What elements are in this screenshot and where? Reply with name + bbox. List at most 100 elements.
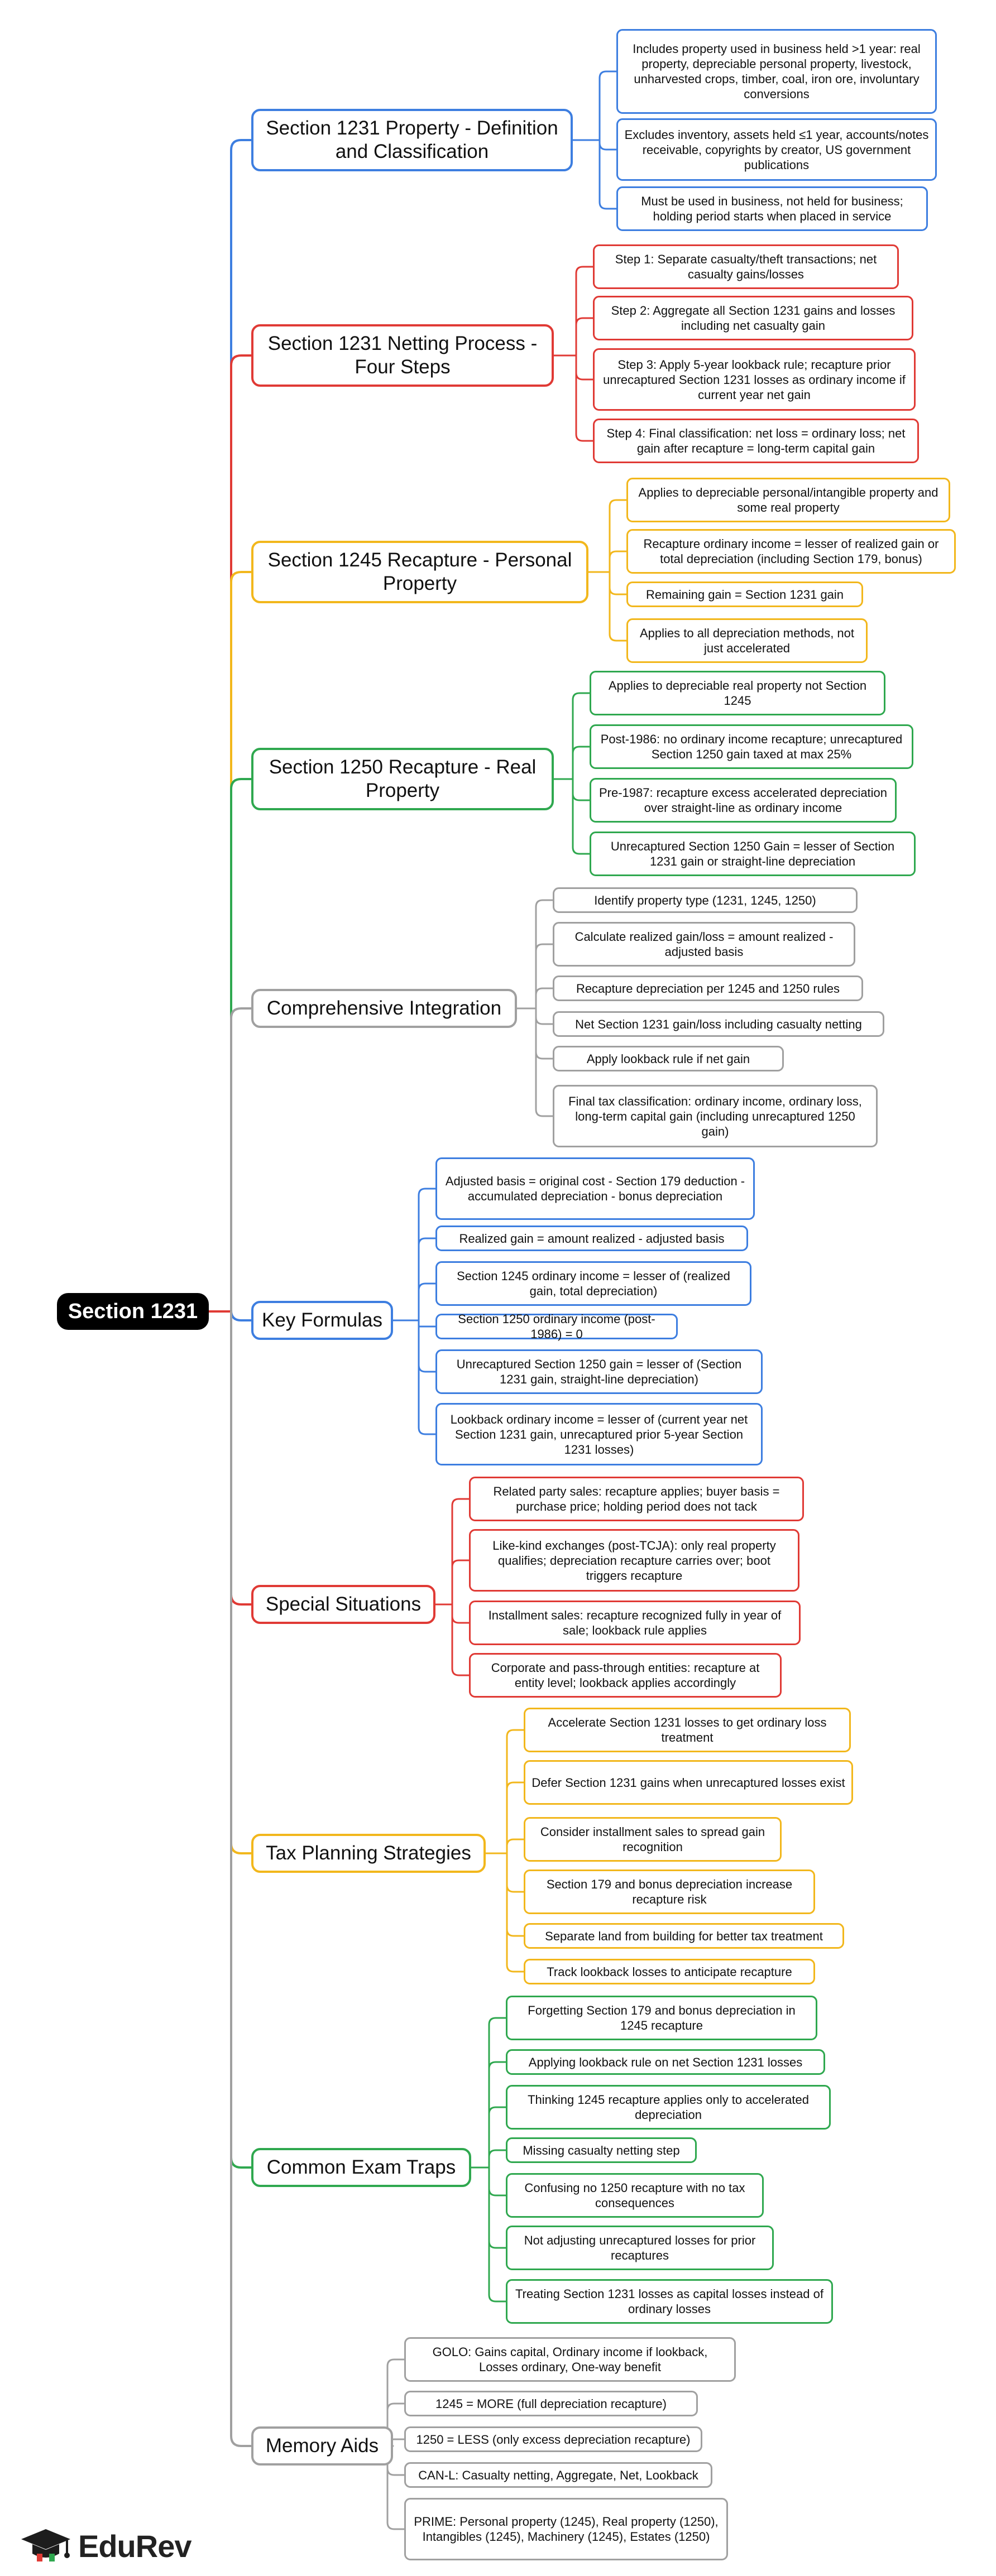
branch-node-5: Key Formulas xyxy=(251,1301,393,1340)
leaf-node-3-3: Unrecaptured Section 1250 Gain = lesser … xyxy=(590,832,916,876)
leaf-node-8-1: Applying lookback rule on net Section 12… xyxy=(506,2049,825,2075)
leaf-node-4-5: Final tax classification: ordinary incom… xyxy=(553,1085,878,1147)
leaf-node-7-0: Accelerate Section 1231 losses to get or… xyxy=(524,1708,851,1752)
leaf-connector-5-1 xyxy=(418,1237,437,1321)
branch-connector-6 xyxy=(230,1310,252,1606)
leaf-node-8-4: Confusing no 1250 recapture with no tax … xyxy=(506,2173,764,2218)
leaf-connector-8-3 xyxy=(488,2149,507,2169)
branch-node-1: Section 1231 Netting Process - Four Step… xyxy=(251,324,554,387)
leaf-node-6-0: Related party sales: recapture applies; … xyxy=(469,1477,804,1521)
branch-connector-1 xyxy=(230,354,252,1313)
leaf-node-8-0: Forgetting Section 179 and bonus depreci… xyxy=(506,1996,817,2040)
leaf-node-4-0: Identify property type (1231, 1245, 1250… xyxy=(553,887,858,913)
leaf-connector-9-4 xyxy=(386,2445,405,2530)
leaf-node-4-4: Apply lookback rule if net gain xyxy=(553,1046,784,1071)
leaf-connector-0-2 xyxy=(598,139,617,210)
leaf-node-5-3: Section 1250 ordinary income (post-1986)… xyxy=(435,1312,678,1341)
leaf-connector-5-0 xyxy=(418,1188,437,1321)
leaf-connector-2-0 xyxy=(609,499,628,573)
leaf-node-2-2: Remaining gain = Section 1231 gain xyxy=(626,581,863,607)
leaf-node-1-1: Step 2: Aggregate all Section 1231 gains… xyxy=(593,296,913,340)
branch-connector-4 xyxy=(230,1007,252,1313)
branch-node-9: Memory Aids xyxy=(251,2426,393,2466)
leaf-node-4-3: Net Section 1231 gain/loss including cas… xyxy=(553,1011,884,1037)
branch-connector-3 xyxy=(230,778,252,1313)
leaf-node-7-4: Separate land from building for better t… xyxy=(524,1923,844,1949)
leaf-node-9-2: 1250 = LESS (only excess depreciation re… xyxy=(404,2426,702,2452)
branch-connector-8 xyxy=(230,1310,252,2169)
leaf-connector-3-3 xyxy=(572,778,591,855)
leaf-connector-8-1 xyxy=(488,2061,507,2169)
leaf-connector-2-1 xyxy=(609,550,628,573)
leaf-connector-7-0 xyxy=(506,1729,525,1854)
leaf-node-7-5: Track lookback losses to anticipate reca… xyxy=(524,1959,815,1984)
leaf-connector-7-3 xyxy=(506,1852,525,1893)
leaf-node-2-1: Recapture ordinary income = lesser of re… xyxy=(626,529,956,574)
leaf-connector-4-3 xyxy=(535,1007,554,1025)
leaf-connector-4-2 xyxy=(535,987,554,1010)
leaf-connector-5-4 xyxy=(418,1319,437,1373)
leaf-node-6-3: Corporate and pass-through entities: rec… xyxy=(469,1653,782,1698)
branch-connector-9 xyxy=(230,1310,252,2447)
leaf-connector-8-2 xyxy=(488,2106,507,2169)
branch-connector-0 xyxy=(230,139,252,1313)
leaf-connector-2-3 xyxy=(609,571,628,642)
leaf-node-9-1: 1245 = MORE (full depreciation recapture… xyxy=(404,2391,698,2416)
leaf-node-6-1: Like-kind exchanges (post-TCJA): only re… xyxy=(469,1529,799,1592)
leaf-node-5-5: Lookback ordinary income = lesser of (cu… xyxy=(435,1403,763,1465)
leaf-connector-5-2 xyxy=(418,1282,437,1321)
leaf-node-9-4: PRIME: Personal property (1245), Real pr… xyxy=(404,2498,728,2560)
leaf-connector-5-3 xyxy=(418,1319,437,1328)
branch-node-3: Section 1250 Recapture - Real Property xyxy=(251,748,554,810)
leaf-connector-4-5 xyxy=(535,1007,554,1117)
leaf-connector-3-1 xyxy=(572,746,591,780)
leaf-connector-1-0 xyxy=(575,266,594,357)
leaf-node-2-3: Applies to all depreciation methods, not… xyxy=(626,618,868,663)
leaf-connector-4-1 xyxy=(535,943,554,1010)
leaf-connector-7-2 xyxy=(506,1838,525,1854)
leaf-node-5-0: Adjusted basis = original cost - Section… xyxy=(435,1157,755,1220)
leaf-connector-8-4 xyxy=(488,2166,507,2197)
leaf-connector-3-2 xyxy=(572,778,591,801)
leaf-connector-6-3 xyxy=(451,1603,470,1676)
leaf-connector-6-1 xyxy=(451,1559,470,1606)
leaf-node-3-2: Pre-1987: recapture excess accelerated d… xyxy=(590,778,897,823)
leaf-node-8-5: Not adjusting unrecaptured losses for pr… xyxy=(506,2226,774,2270)
leaf-node-0-0: Includes property used in business held … xyxy=(616,29,937,114)
branch-connector-5 xyxy=(230,1310,252,1321)
leaf-node-0-2: Must be used in business, not held for b… xyxy=(616,186,928,231)
leaf-node-4-1: Calculate realized gain/loss = amount re… xyxy=(553,922,855,967)
branch-connector-2 xyxy=(230,571,252,1313)
leaf-node-3-1: Post-1986: no ordinary income recapture;… xyxy=(590,724,913,769)
leaf-node-0-1: Excludes inventory, assets held ≤1 year,… xyxy=(616,118,937,181)
leaf-node-7-2: Consider installment sales to spread gai… xyxy=(524,1817,782,1862)
leaf-connector-8-6 xyxy=(488,2166,507,2303)
branch-node-8: Common Exam Traps xyxy=(251,2148,471,2187)
leaf-connector-6-2 xyxy=(451,1603,470,1624)
leaf-node-3-0: Applies to depreciable real property not… xyxy=(590,671,885,715)
leaf-connector-0-0 xyxy=(598,70,617,141)
graduation-cap-icon xyxy=(21,2529,70,2561)
leaf-connector-6-0 xyxy=(451,1498,470,1606)
leaf-connector-1-2 xyxy=(575,354,594,381)
leaf-connector-4-4 xyxy=(535,1007,554,1060)
branch-node-4: Comprehensive Integration xyxy=(251,989,517,1028)
leaf-connector-1-1 xyxy=(575,317,594,357)
leaf-connector-8-5 xyxy=(488,2166,507,2249)
leaf-connector-9-0 xyxy=(386,2358,405,2447)
leaf-node-6-2: Installment sales: recapture recognized … xyxy=(469,1601,801,1645)
branch-node-7: Tax Planning Strategies xyxy=(251,1834,486,1873)
leaf-connector-9-1 xyxy=(386,2402,405,2447)
branch-node-6: Special Situations xyxy=(251,1585,435,1624)
leaf-node-2-0: Applies to depreciable personal/intangib… xyxy=(626,478,950,522)
branch-node-2: Section 1245 Recapture - Personal Proper… xyxy=(251,541,588,603)
leaf-connector-2-2 xyxy=(609,571,628,595)
leaf-connector-5-5 xyxy=(418,1319,437,1435)
leaf-node-8-3: Missing casualty netting step xyxy=(506,2137,697,2163)
leaf-connector-0-1 xyxy=(598,139,617,151)
leaf-node-8-2: Thinking 1245 recapture applies only to … xyxy=(506,2085,831,2130)
leaf-connector-7-5 xyxy=(506,1852,525,1973)
leaf-node-4-2: Recapture depreciation per 1245 and 1250… xyxy=(553,975,863,1001)
